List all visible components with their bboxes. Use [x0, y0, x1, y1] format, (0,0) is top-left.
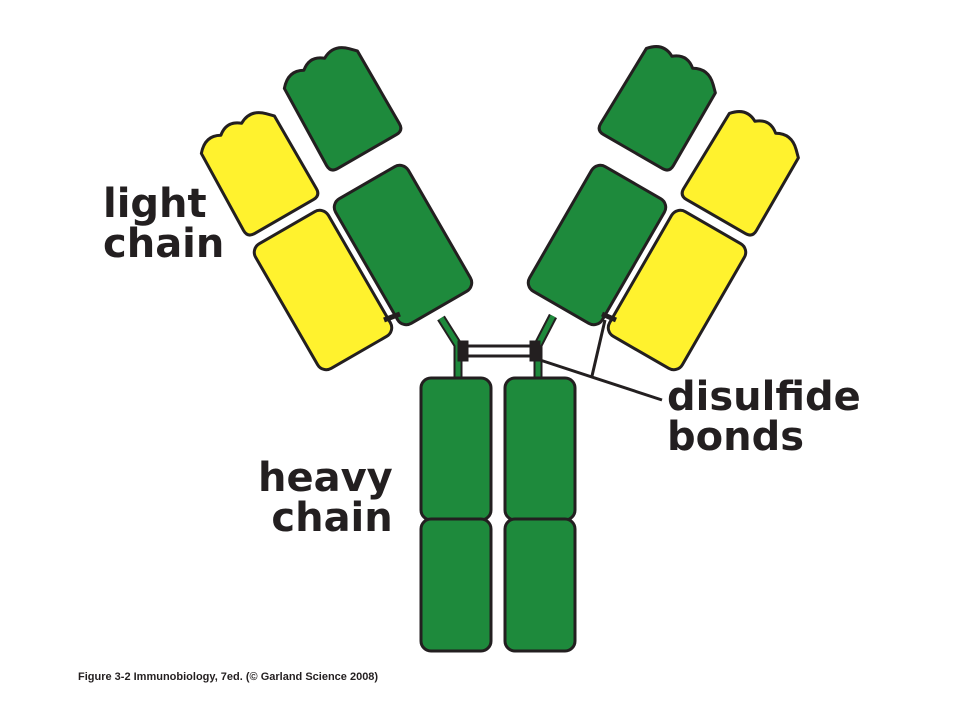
right-heavy-constant-domain: [526, 163, 668, 327]
left-light-constant-domain: [252, 208, 394, 372]
left-heavy-constant-domain: [332, 163, 474, 327]
right-light-constant-domain: [606, 208, 748, 372]
light-chain-label: light chain: [103, 184, 224, 264]
disulfide-bonds-label-line1: disulfide: [667, 374, 861, 420]
left-light-variable-domain: [199, 111, 320, 237]
disulfide-bonds-label-line2: bonds: [667, 414, 805, 460]
left-stem-lower-domain: [419, 517, 493, 653]
light-chain-label-line1: light: [103, 181, 207, 227]
left-stem-upper-domain: [419, 376, 493, 522]
right-stem-lower-domain: [503, 517, 577, 653]
figure-caption: Figure 3-2 Immunobiology, 7ed. (© Garlan…: [78, 671, 379, 683]
disulfide-bonds-heavy-light: [383, 311, 617, 323]
disulfide-bonds-hinge: [457, 340, 541, 362]
right-heavy-variable-domain: [597, 45, 717, 172]
disulfide-bonds-label: disulfide bonds: [667, 377, 861, 457]
right-stem-upper-domain: [503, 376, 577, 522]
disulfide-leader-lines: [539, 319, 663, 402]
heavy-chain-label-line2: chain: [271, 495, 393, 541]
left-heavy-variable-domain: [282, 46, 403, 172]
heavy-chain-label-line1: heavy: [258, 455, 393, 501]
right-light-variable-domain: [680, 110, 800, 237]
heavy-chain-label: heavy chain: [258, 458, 393, 538]
left-arm-heavy-chain: [282, 46, 403, 172]
light-chain-label-line2: chain: [103, 221, 225, 267]
